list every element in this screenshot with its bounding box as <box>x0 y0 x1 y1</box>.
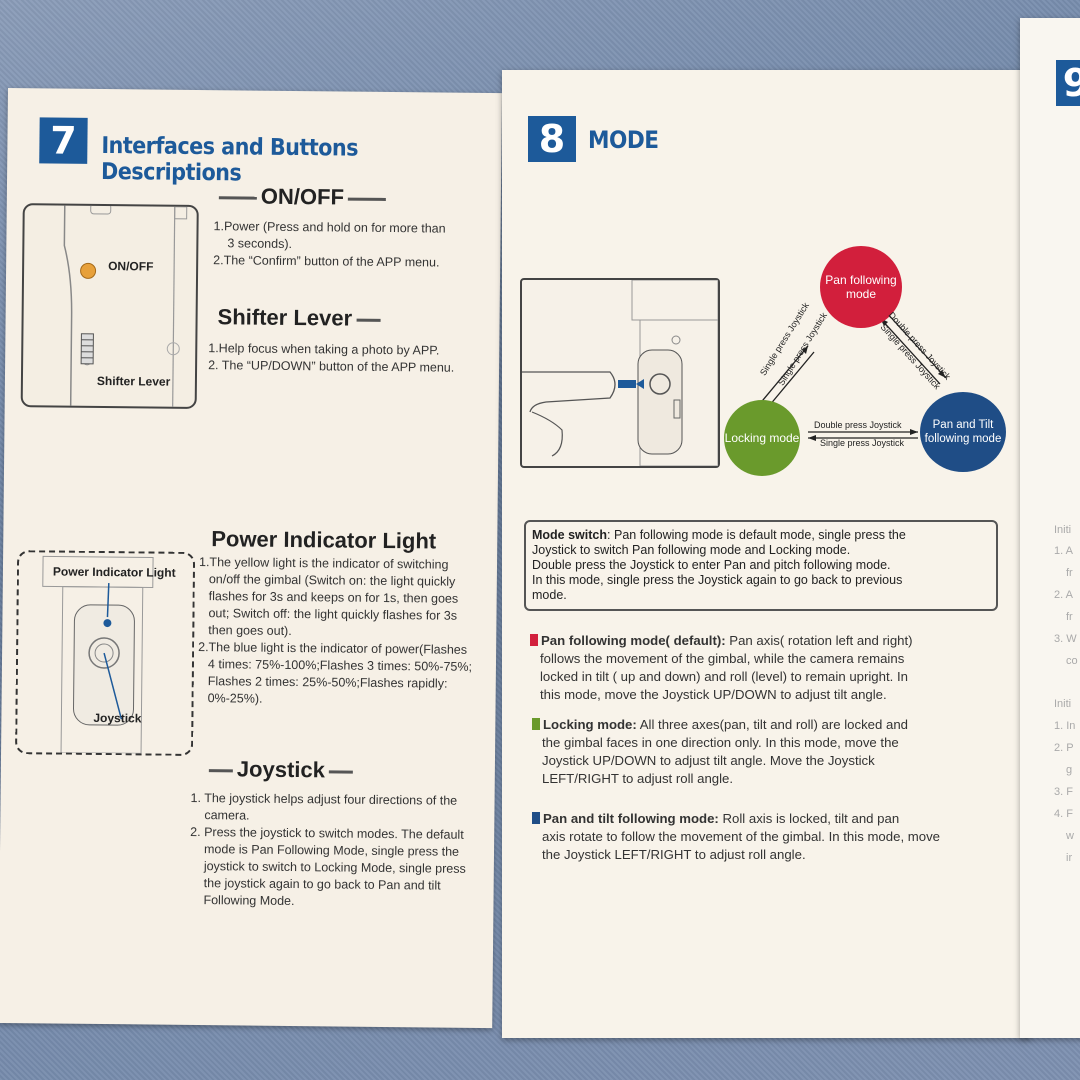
edge-line-13: w <box>1066 830 1074 842</box>
mode-diagram <box>757 311 947 441</box>
joystick-heading: Joystick <box>205 756 357 784</box>
mode-switch-line-2: Double press the Joystick to enter Pan a… <box>532 558 891 572</box>
mode-switch-label: Mode switch <box>532 528 608 542</box>
mode-switch-line-1: Joystick to switch Pan following mode an… <box>532 543 851 557</box>
mode-switch-line-3: In this mode, single press the Joystick … <box>532 573 903 587</box>
edge-line-5: 3. W <box>1054 633 1077 645</box>
onoff-heading: ON/OFF <box>215 183 390 211</box>
arrow-label-bottom-a: Double press Joystick <box>814 420 902 430</box>
gimbal-side-illustration: ON/OFF Shifter Lever <box>20 203 199 409</box>
onoff-label: ON/OFF <box>108 259 154 274</box>
blue-square-icon <box>532 812 540 824</box>
pan-following-mode-circle: Pan following mode <box>820 246 902 328</box>
locking-paragraph: Locking mode: All three axes(pan, tilt a… <box>532 716 1010 788</box>
arrow-label-bottom-b: Single press Joystick <box>820 438 905 448</box>
power-heading: Power Indicator Light <box>211 526 437 554</box>
gimbal-body-icon <box>63 205 188 407</box>
red-square-icon <box>530 634 538 646</box>
power-indicator-label: Power Indicator Light <box>52 564 176 580</box>
page-left: 7 Interfaces and Buttons Descriptions ON… <box>0 88 502 1029</box>
shifter-text: 1.Help focus when taking a photo by APP.… <box>208 341 455 375</box>
section-7-number: 7 <box>39 117 88 164</box>
hand-joystick-illustration <box>520 278 720 468</box>
hand-press-joystick-icon <box>522 280 718 466</box>
edge-line-11: 3. F <box>1054 786 1073 798</box>
mode-switch-line-0: Pan following mode is default mode, sing… <box>613 528 906 542</box>
edge-line-0: Initi <box>1054 524 1072 536</box>
mode-switch-line-4: mode. <box>532 588 567 602</box>
edge-line-3: 2. A <box>1054 589 1073 601</box>
pan-tilt-mode-circle: Pan and Tilt following mode <box>920 392 1006 472</box>
shifter-label: Shifter Lever <box>96 373 171 389</box>
section-8-title: MODE <box>588 126 659 154</box>
edge-line-4: fr <box>1066 611 1073 623</box>
green-square-icon <box>532 718 540 730</box>
edge-line-10: g <box>1066 764 1073 776</box>
edge-line-6: co <box>1066 655 1078 667</box>
pan-tilt-paragraph: Pan and tilt following mode: Roll axis i… <box>532 810 1012 864</box>
mode-switch-box: Mode switch: Pan following mode is defau… <box>524 520 998 611</box>
locking-mode-circle: Locking mode <box>724 400 800 476</box>
edge-line-2: fr <box>1066 567 1073 579</box>
pan-following-paragraph: Pan following mode( default): Pan axis( … <box>530 632 1008 704</box>
edge-line-9: 2. P <box>1054 742 1074 754</box>
gimbal-front-icon <box>42 555 154 754</box>
joystick-label: Joystick <box>93 710 142 726</box>
onoff-text: 1.Power (Press and hold on for more than… <box>213 219 446 270</box>
section-9-number: 9 <box>1056 60 1080 106</box>
shifter-heading: Shifter Lever <box>217 304 384 332</box>
joystick-text: 1. The joystick helps adjust four direct… <box>190 790 466 909</box>
power-text: 1.The yellow light is the indicator of s… <box>198 555 473 706</box>
section-7-title: Interfaces and Buttons Descriptions <box>100 132 359 187</box>
edge-line-7: Initi <box>1054 698 1072 710</box>
edge-line-1: 1. A <box>1054 545 1073 557</box>
edge-line-14: ir <box>1066 852 1073 864</box>
gimbal-front-illustration: Power Indicator Light Joystick <box>15 550 196 756</box>
page-middle: 8 MODE Pan following mode Locking <box>502 70 1030 1038</box>
page-right-edge: 9 Initi 1. A fr 2. A fr 3. W co Initi 1.… <box>1020 18 1080 1038</box>
section-8-number: 8 <box>528 116 576 162</box>
edge-line-12: 4. F <box>1054 808 1073 820</box>
onoff-button-icon <box>80 262 97 279</box>
edge-line-8: 1. In <box>1054 720 1076 732</box>
